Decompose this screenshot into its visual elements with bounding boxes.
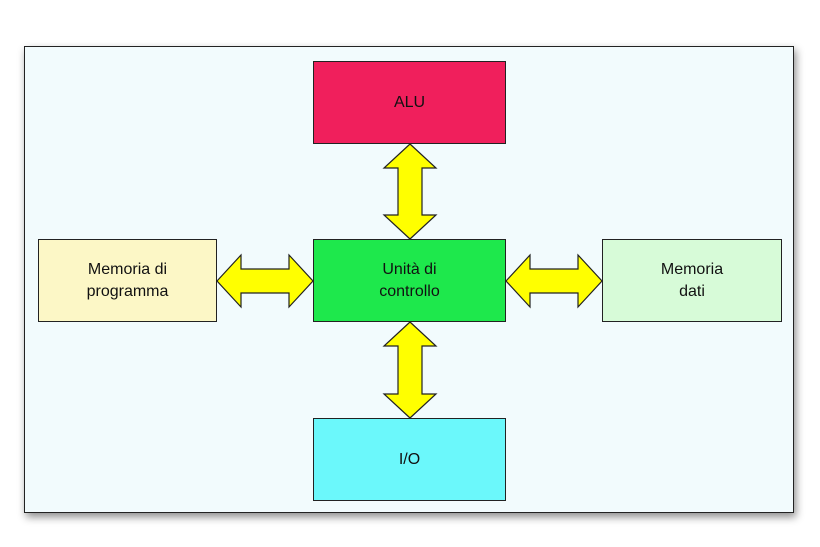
control-label-line-2: controllo (379, 282, 440, 300)
control-label-line-1: Unità di (382, 260, 437, 278)
data-memory-block: Memoria dati (602, 239, 782, 322)
data-memory-label-line-2: dati (679, 282, 705, 300)
io-block: I/O (313, 418, 506, 501)
control-unit-block: Unità di controllo (313, 239, 506, 322)
program-memory-label-line-2: programma (86, 282, 169, 300)
io-label-line-1: I/O (398, 450, 421, 468)
program-memory-label-line-1: Memoria di (87, 260, 168, 278)
data-memory-label-line-1: Memoria (660, 260, 724, 278)
alu-block: ALU (313, 61, 506, 144)
program-memory-block: Memoria di programma (38, 239, 217, 322)
alu-label-line-1: ALU (393, 93, 426, 111)
